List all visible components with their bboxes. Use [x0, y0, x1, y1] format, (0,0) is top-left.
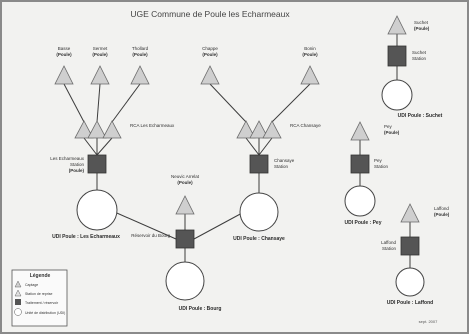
circle-suchet	[381, 79, 413, 111]
square-laffond	[400, 236, 420, 256]
legend: Légende Captage Station de reprise Trait…	[11, 269, 68, 327]
connectors	[63, 34, 411, 268]
legend-triangle-icon	[14, 280, 22, 288]
label-station-bourg: Réservoir du Bourg	[131, 233, 170, 238]
label-station-laffond-2: Station	[382, 246, 397, 251]
legend-item-2: Station de reprise	[25, 292, 52, 296]
legend-triangle-icon-2	[14, 289, 22, 297]
triangle-rca-echarmeaux-2	[87, 120, 107, 139]
square-echarmeaux	[87, 154, 107, 174]
triangle-thollard	[130, 65, 150, 85]
label-station-echarmeaux-2: Station	[70, 162, 85, 167]
label-chappe: Chappe	[202, 46, 218, 51]
square-pey	[350, 154, 370, 174]
label-pey: Pey	[384, 124, 393, 129]
legend-box	[11, 269, 68, 327]
udi-label-echarmeaux: UDI Poule : Les Echarmeaux	[52, 234, 120, 240]
triangle-rca-echarmeaux-1	[74, 120, 94, 139]
label-rca-chansaye: RCA Chansaye	[290, 123, 321, 128]
label-rca-echarmeaux: RCA Les Echarmeaux	[130, 123, 175, 128]
triangle-rca-echarmeaux-3	[102, 120, 122, 139]
label-bonin: Bonin	[304, 46, 316, 51]
circle-pey	[344, 185, 376, 217]
footer-date: sept. 2007	[419, 319, 438, 324]
circle-echarmeaux	[76, 189, 118, 231]
label-station-pey: Pey	[374, 158, 383, 163]
label-bonin-sub: (Poule)	[302, 52, 318, 57]
label-suchet-sub: (Poule)	[414, 26, 430, 31]
label-basse: Basse	[58, 46, 71, 51]
udi-label-bourg: UDI Poule : Bourg	[179, 306, 222, 312]
triangle-chappe	[200, 65, 220, 85]
triangle-pey	[350, 121, 370, 141]
label-suchet: Suchet	[414, 20, 429, 25]
legend-square-icon	[15, 299, 21, 305]
legend-circle-icon	[14, 308, 22, 316]
udi-label-chansaye: UDI Poule : Chansaye	[233, 236, 285, 242]
square-suchet	[387, 45, 407, 67]
label-station-echarmeaux-3: (Poule)	[69, 168, 85, 173]
label-station-echarmeaux: Les Echarmeaux	[50, 156, 85, 161]
triangle-rca-chansaye-2	[249, 120, 269, 139]
udi-label-laffond: UDI Poule : Laffond	[387, 300, 433, 306]
triangle-basse	[54, 65, 74, 85]
diagram-title: UGE Commune de Poule les Echarmeaux	[130, 9, 290, 19]
label-station-laffond: Laffond	[381, 240, 396, 245]
legend-title: Légende	[30, 273, 51, 279]
label-sermet-sub: (Poule)	[92, 52, 108, 57]
label-laffond-sub: (Poule)	[434, 212, 450, 217]
label-basse-sub: (Poule)	[56, 52, 72, 57]
triangle-suchet	[387, 15, 407, 35]
triangle-rca-chansaye-1	[236, 120, 256, 139]
label-station-chansaye-2: Station	[274, 164, 289, 169]
circle-laffond	[395, 267, 425, 297]
triangle-rca-chansaye-3	[262, 120, 282, 139]
legend-item-4: Unité de distribution (UDI)	[25, 311, 65, 315]
label-sermet: Sermet	[93, 46, 108, 51]
label-station-suchet: Suchet	[412, 50, 427, 55]
square-bourg	[175, 229, 195, 249]
circle-chansaye	[239, 192, 279, 232]
label-neuvic: Neuvic Arrelat	[171, 174, 200, 179]
udi-label-suchet: UDI Poule : Suchet	[398, 113, 443, 119]
captage-triangles	[54, 15, 420, 223]
label-station-suchet-2: Station	[412, 56, 427, 61]
label-thollard: Thollard	[132, 46, 149, 51]
label-laffond: Laffond	[434, 206, 449, 211]
station-squares	[87, 45, 420, 256]
udi-label-pey: UDI Poule : Pey	[345, 220, 382, 226]
label-pey-sub: (Poule)	[384, 130, 400, 135]
legend-item-3: Traitement / réservoir	[25, 301, 59, 305]
legend-item-1: Captage	[25, 283, 38, 287]
label-neuvic-sub: (Poule)	[177, 180, 193, 185]
triangle-sermet	[90, 65, 110, 85]
square-chansaye	[249, 154, 269, 174]
triangle-neuvic	[175, 195, 195, 215]
label-chappe-sub: (Poule)	[202, 52, 218, 57]
label-station-pey-2: Station	[374, 164, 389, 169]
circle-bourg	[165, 261, 205, 301]
label-thollard-sub: (Poule)	[132, 52, 148, 57]
udi-circles	[76, 79, 425, 301]
triangle-bonin	[300, 65, 320, 85]
label-station-chansaye: Chansaye	[274, 158, 295, 163]
triangle-laffond	[400, 203, 420, 223]
